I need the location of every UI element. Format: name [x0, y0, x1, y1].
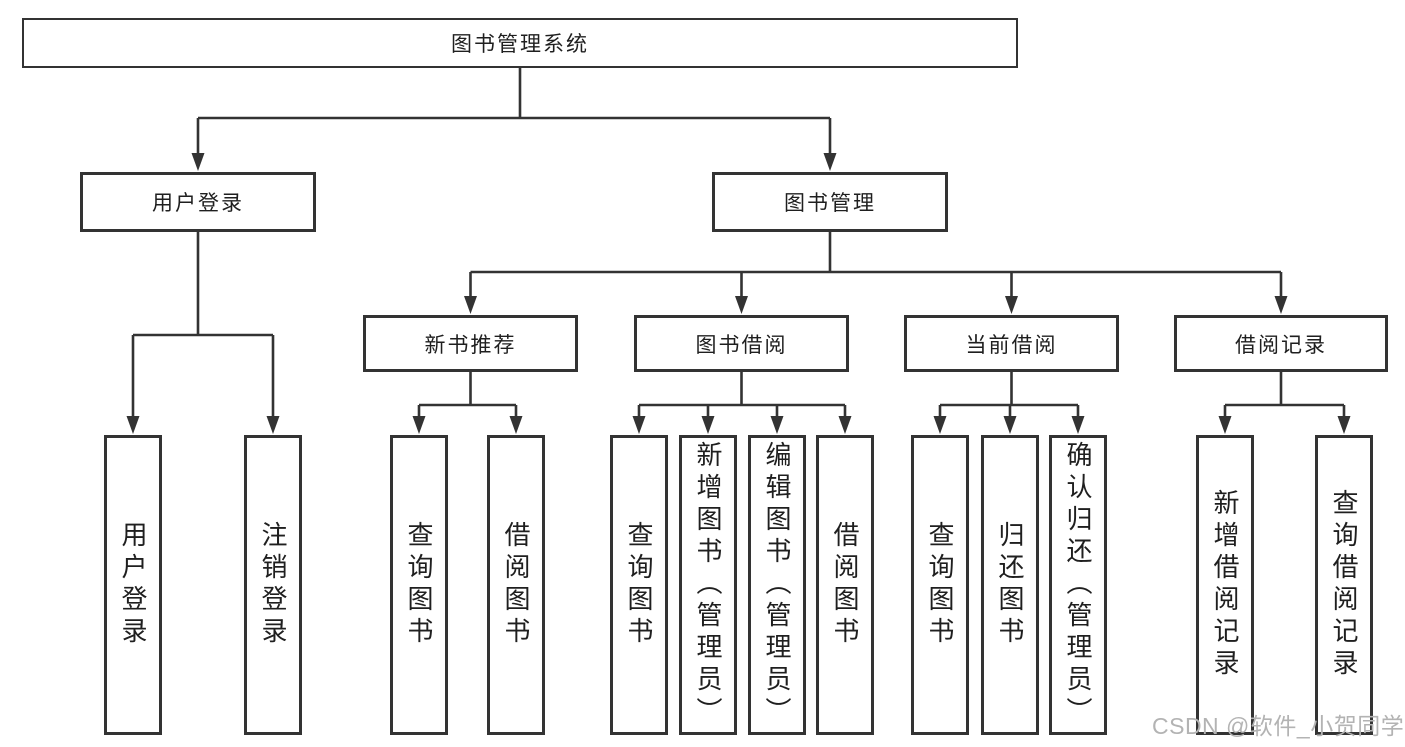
node-current-borrowing: 当前借阅	[904, 315, 1119, 372]
node-label: 图书借阅	[695, 333, 788, 357]
node-label: 新增借阅记录	[1210, 489, 1240, 681]
node-book-management: 图书管理	[712, 172, 948, 232]
arrowhead	[1337, 416, 1351, 434]
node-label: 确认归还（管理员）	[1063, 441, 1093, 729]
arrowhead	[1071, 416, 1085, 434]
node-label: 借阅图书	[501, 521, 531, 649]
leaf-records-add-record: 新增借阅记录	[1196, 435, 1254, 735]
arrowhead	[509, 416, 523, 434]
connector-new-book-recommendation-children	[417, 372, 518, 418]
node-label: 图书管理	[784, 192, 876, 215]
leaf-recommend-query-books: 查询图书	[390, 435, 448, 735]
arrowhead	[1218, 416, 1232, 434]
arrowhead	[823, 153, 837, 171]
arrowhead	[126, 416, 140, 434]
leaf-logout: 注销登录	[244, 435, 302, 735]
node-label: 查询图书	[404, 521, 434, 649]
node-label: 图书管理系统	[451, 33, 589, 56]
leaf-recommend-borrow-books: 借阅图书	[487, 435, 545, 735]
leaf-current-confirm-return-admin: 确认归还（管理员）	[1049, 435, 1107, 735]
arrowhead	[770, 416, 784, 434]
node-label: 查询借阅记录	[1329, 489, 1359, 681]
leaf-user-login: 用户登录	[104, 435, 162, 735]
node-label: 查询图书	[624, 521, 654, 649]
arrowhead	[191, 153, 205, 171]
leaf-current-query-books: 查询图书	[911, 435, 969, 735]
leaf-records-query-record: 查询借阅记录	[1315, 435, 1373, 735]
arrowhead	[1003, 416, 1017, 434]
leaf-borrowing-add-books-admin: 新增图书（管理员）	[679, 435, 737, 735]
node-label: 借阅记录	[1235, 333, 1327, 357]
leaf-borrowing-borrow-books: 借阅图书	[816, 435, 874, 735]
node-label: 用户登录	[118, 521, 148, 649]
arrowhead	[1005, 296, 1018, 314]
node-book-borrowing: 图书借阅	[634, 315, 849, 372]
arrowhead	[1274, 296, 1288, 314]
arrowhead	[412, 416, 426, 434]
leaf-borrowing-query-books: 查询图书	[610, 435, 668, 735]
arrowhead	[464, 296, 477, 314]
node-label: 新书推荐	[424, 333, 517, 357]
node-label: 注销登录	[258, 521, 288, 649]
leaf-borrowing-edit-books-admin: 编辑图书（管理员）	[748, 435, 806, 735]
connector-borrowing-records-children	[1223, 372, 1346, 418]
connector-current-borrowing-children	[938, 372, 1080, 418]
node-label: 新增图书（管理员）	[693, 441, 723, 729]
node-label: 当前借阅	[965, 333, 1058, 357]
arrowhead	[735, 296, 748, 314]
connector-root-to-level2	[196, 68, 832, 155]
arrowhead	[632, 416, 646, 434]
connector-book-borrowing-children	[637, 372, 847, 418]
arrowhead	[838, 416, 852, 434]
node-new-book-recommendation: 新书推荐	[363, 315, 578, 372]
node-label: 编辑图书（管理员）	[762, 441, 792, 729]
node-label: 用户登录	[152, 192, 244, 215]
node-borrowing-records: 借阅记录	[1174, 315, 1388, 372]
leaf-current-return-books: 归还图书	[981, 435, 1039, 735]
node-user-login: 用户登录	[80, 172, 316, 232]
node-label: 借阅图书	[830, 521, 860, 649]
csdn-watermark: CSDN @软件_小贺同学	[1152, 713, 1405, 739]
connector-user-login-children	[131, 232, 275, 418]
connector-book-management-children	[469, 232, 1283, 297]
node-label: 查询图书	[925, 521, 955, 649]
node-label: 归还图书	[995, 521, 1025, 649]
node-root-system: 图书管理系统	[22, 18, 1018, 68]
arrowhead	[933, 416, 947, 434]
arrowhead	[701, 416, 715, 434]
arrowhead	[266, 416, 280, 434]
